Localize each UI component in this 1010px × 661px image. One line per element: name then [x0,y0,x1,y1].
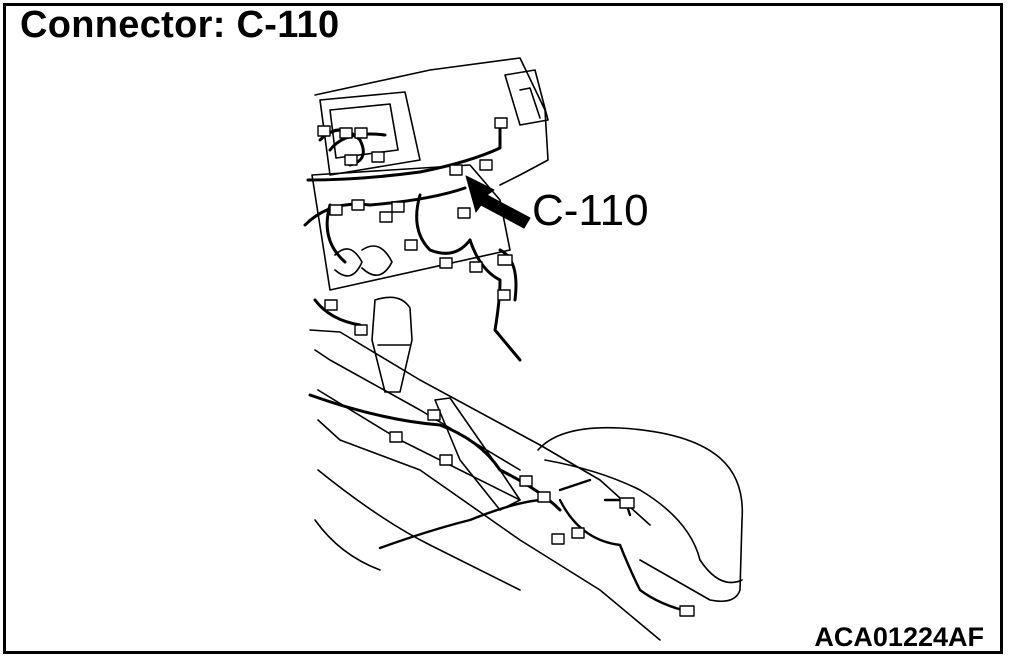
diagram-title: Connector: C-110 [20,4,340,46]
connectors [317,117,695,617]
armrest [537,426,744,603]
figure-code: ACA01224AF [814,622,984,652]
console-body [309,329,651,526]
harness-wire [306,120,502,182]
diagram-frame [3,3,1003,654]
arrow-icon [465,175,531,229]
connector-callout-label: C-110 [532,186,649,235]
shift-knob [371,296,413,393]
